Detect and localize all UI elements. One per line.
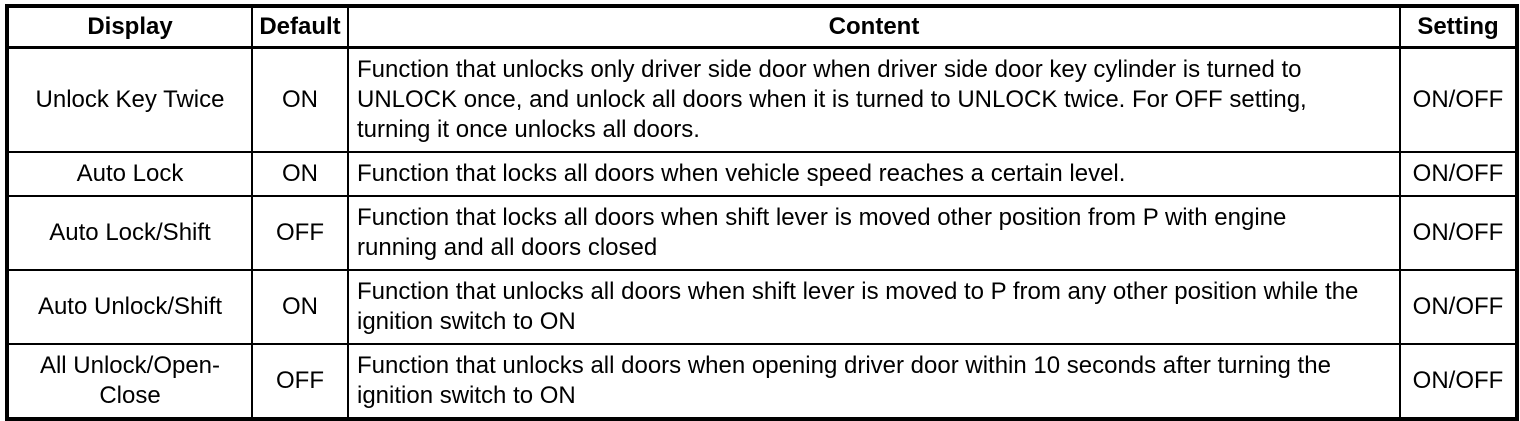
display-cell: Auto Lock/Shift <box>9 197 253 271</box>
default-cell: ON <box>253 153 349 197</box>
display-cell: All Unlock/Open-Close <box>9 345 253 417</box>
content-cell: Function that unlocks only driver side d… <box>349 49 1401 153</box>
display-cell: Auto Lock <box>9 153 253 197</box>
column-header-content: Content <box>349 8 1401 49</box>
setting-cell: ON/OFF <box>1401 153 1515 197</box>
setting-cell: ON/OFF <box>1401 49 1515 153</box>
column-header-setting: Setting <box>1401 8 1515 49</box>
setting-cell: ON/OFF <box>1401 197 1515 271</box>
display-cell: Auto Unlock/Shift <box>9 271 253 345</box>
table-row: Unlock Key Twice ON Function that unlock… <box>9 49 1515 153</box>
table-header: Display Default Content Setting <box>9 8 1515 49</box>
default-cell: ON <box>253 49 349 153</box>
default-cell: OFF <box>253 345 349 417</box>
content-cell: Function that locks all doors when shift… <box>349 197 1401 271</box>
table-row: All Unlock/Open-Close OFF Function that … <box>9 345 1515 417</box>
table-row: Auto Unlock/Shift ON Function that unloc… <box>9 271 1515 345</box>
header-row: Display Default Content Setting <box>9 8 1515 49</box>
setting-cell: ON/OFF <box>1401 271 1515 345</box>
default-cell: ON <box>253 271 349 345</box>
table-row: Auto Lock/Shift OFF Function that locks … <box>9 197 1515 271</box>
door-lock-settings-table: Display Default Content Setting Unlock K… <box>5 4 1519 421</box>
column-header-display: Display <box>9 8 253 49</box>
content-cell: Function that unlocks all doors when shi… <box>349 271 1401 345</box>
setting-cell: ON/OFF <box>1412 367 1504 394</box>
table-body: Unlock Key Twice ON Function that unlock… <box>9 49 1515 417</box>
content-cell: Function that unlocks all doors when ope… <box>349 345 1401 417</box>
table-row: Auto Lock ON Function that locks all doo… <box>9 153 1515 197</box>
content-cell: Function that locks all doors when vehic… <box>349 153 1401 197</box>
display-cell: Unlock Key Twice <box>9 49 253 153</box>
default-cell: OFF <box>253 197 349 271</box>
column-header-default: Default <box>253 8 349 49</box>
